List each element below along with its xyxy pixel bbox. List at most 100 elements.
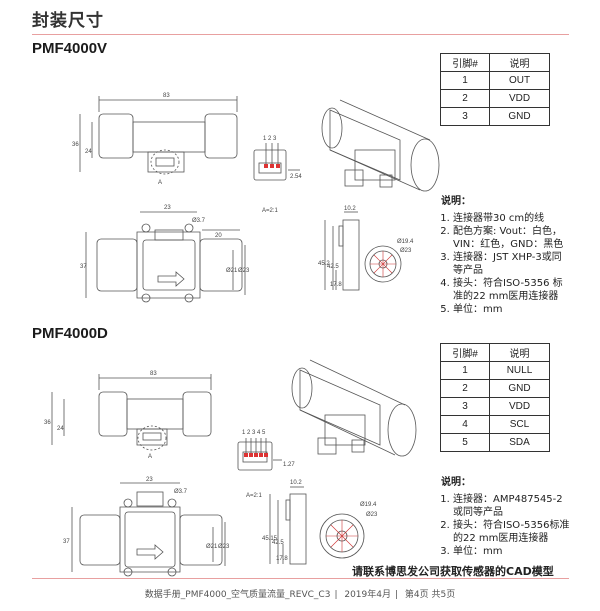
- note-item: 单位：mm: [453, 545, 571, 558]
- dim-base: 17.8: [276, 556, 288, 562]
- table-row: 1 OUT: [440, 71, 550, 90]
- dim-depth: 37: [63, 539, 70, 545]
- section-title-pmf4000d: PMF4000D: [32, 325, 108, 342]
- note-item: 接头：符合ISO-5356标准 的22 mm医用连接器: [453, 519, 571, 545]
- pmf4000v-side-view: [79, 96, 238, 175]
- dim-total-height: 45.2: [318, 261, 330, 267]
- pin-function: GND: [489, 379, 550, 398]
- note-item: 配色方案: Vout：白色，VIN：红色，GND：黑色: [453, 225, 571, 251]
- pin-number: 5: [440, 433, 490, 452]
- dim-height-b: 42.5: [272, 540, 284, 546]
- pin-function: GND: [489, 107, 550, 126]
- dim-total-height: 45.15: [262, 536, 278, 542]
- table-header: 说明: [489, 53, 550, 72]
- pin-numbers: 1 2 3: [263, 136, 277, 142]
- dim-grid-dia: Ø19.4: [397, 239, 414, 245]
- table-row: 3 VDD: [440, 397, 550, 416]
- flow-grid-spokes: [326, 251, 396, 552]
- note-item: 连接器：JST XHP-3或同等产品: [453, 251, 571, 277]
- dim-grid-dia: Ø19.4: [360, 502, 377, 508]
- pmf4000v-iso-view: [321, 99, 440, 192]
- dim-depth: 37: [80, 264, 87, 270]
- pin-number: 3: [440, 107, 490, 126]
- cad-model-note: 请联系博思发公司获取传感器的CAD模型: [352, 565, 554, 578]
- pin-function: SCL: [489, 415, 550, 434]
- note-item: 连接器：AMP487545-2或同等产品: [453, 493, 571, 519]
- table-row: 2 GND: [440, 379, 550, 398]
- dim-inner-dia: Ø21: [206, 544, 218, 550]
- notes-title: 说明：: [441, 477, 471, 488]
- pin-function: SDA: [489, 433, 550, 452]
- table-row: 3 GND: [440, 107, 550, 126]
- pin-function: VDD: [489, 89, 550, 108]
- dim-hole: Ø3.7: [174, 489, 188, 495]
- pmf4000v-connector-detail: [253, 143, 300, 181]
- dim-inner-dia: Ø21: [226, 268, 238, 274]
- dim-body-height: 24: [57, 426, 64, 432]
- section-title-pmf4000v: PMF4000V: [32, 40, 108, 57]
- pmf4000v-front-view: [85, 211, 246, 303]
- pin-number: 2: [440, 89, 490, 108]
- pmf4000d-right-view: [269, 486, 365, 565]
- pin-number: 3: [440, 397, 490, 416]
- dim-connector: 10.2: [344, 206, 356, 212]
- pmf4000d-side-view: [51, 374, 212, 451]
- dim-height-b: 42.5: [327, 264, 339, 270]
- detail-label: A: [158, 180, 162, 186]
- table-header: 引脚#: [440, 343, 490, 362]
- pin-function: OUT: [489, 71, 550, 90]
- dim-length: 83: [163, 93, 170, 99]
- pin-function: NULL: [489, 361, 550, 380]
- footer-page-number: 第4页 共5页: [404, 590, 456, 600]
- header-divider: [32, 34, 569, 35]
- footer-doc-name: 数据手册_PMF4000_空气质量流量_REVC_C3: [144, 590, 331, 600]
- pin-function: VDD: [489, 397, 550, 416]
- dim-hole: Ø3.7: [192, 218, 206, 224]
- pin-table-pmf4000d: 引脚# 说明 1 NULL 2 GND 3 VDD 4 SCL 5 SDA: [440, 343, 550, 452]
- table-row: 5 SDA: [440, 433, 550, 452]
- scale-label: A=2:1: [246, 493, 263, 499]
- page-title: 封装尺寸: [32, 11, 104, 31]
- notes-title: 说明：: [441, 196, 471, 207]
- pin-number: 1: [440, 71, 490, 90]
- pin-table-pmf4000v: 引脚# 说明 1 OUT 2 VDD 3 GND: [440, 53, 550, 126]
- pmf4000d-iso-view: [291, 359, 417, 457]
- dim-height: 36: [44, 420, 51, 426]
- dim-body-height: 24: [85, 149, 92, 155]
- page-footer: 数据手册_PMF4000_空气质量流量_REVC_C3| 2019年4月| 第4…: [0, 587, 600, 600]
- notes-pmf4000v: 说明： 连接器带30 cm的线 配色方案: Vout：白色，VIN：红色，GND…: [441, 195, 571, 316]
- dim-port-length: 20: [215, 233, 222, 239]
- pin-number: 2: [440, 379, 490, 398]
- note-item: 单位：mm: [453, 303, 571, 316]
- detail-label: A: [148, 454, 152, 460]
- dim-height: 36: [72, 142, 79, 148]
- dim-pitch: 2.54: [290, 174, 302, 180]
- dim-width: 23: [146, 477, 153, 483]
- dim-connector: 10.2: [290, 480, 302, 486]
- pmf4000d-front-view: [71, 482, 226, 577]
- footer-date: 2019年4月: [344, 590, 391, 600]
- dim-grid-outer: Ø23: [400, 248, 412, 254]
- table-header: 说明: [489, 343, 550, 362]
- dim-pitch: 1.27: [283, 462, 295, 468]
- footer-divider: [32, 578, 569, 579]
- table-row: 2 VDD: [440, 89, 550, 108]
- dim-length: 83: [150, 371, 157, 377]
- note-item: 连接器带30 cm的线: [453, 212, 571, 225]
- table-header: 引脚#: [440, 53, 490, 72]
- table-row: 1 NULL: [440, 361, 550, 380]
- dim-outer-dia: Ø23: [218, 544, 230, 550]
- pin-number: 1: [440, 361, 490, 380]
- dim-base: 17.8: [330, 282, 342, 288]
- pin-numbers: 1 2 3 4 5: [242, 430, 266, 436]
- pin-number: 4: [440, 415, 490, 434]
- connector-pin-markers: [244, 164, 280, 457]
- dim-grid-outer: Ø23: [366, 512, 378, 518]
- table-row: 4 SCL: [440, 415, 550, 434]
- dim-width: 23: [164, 205, 171, 211]
- pmf4000v-right-view: [324, 211, 402, 291]
- note-item: 接头：符合ISO-5356 标准的22 mm医用连接器: [453, 277, 571, 303]
- scale-label: A=2:1: [262, 208, 279, 214]
- notes-pmf4000d: 说明： 连接器：AMP487545-2或同等产品 接头：符合ISO-5356标准…: [441, 476, 571, 558]
